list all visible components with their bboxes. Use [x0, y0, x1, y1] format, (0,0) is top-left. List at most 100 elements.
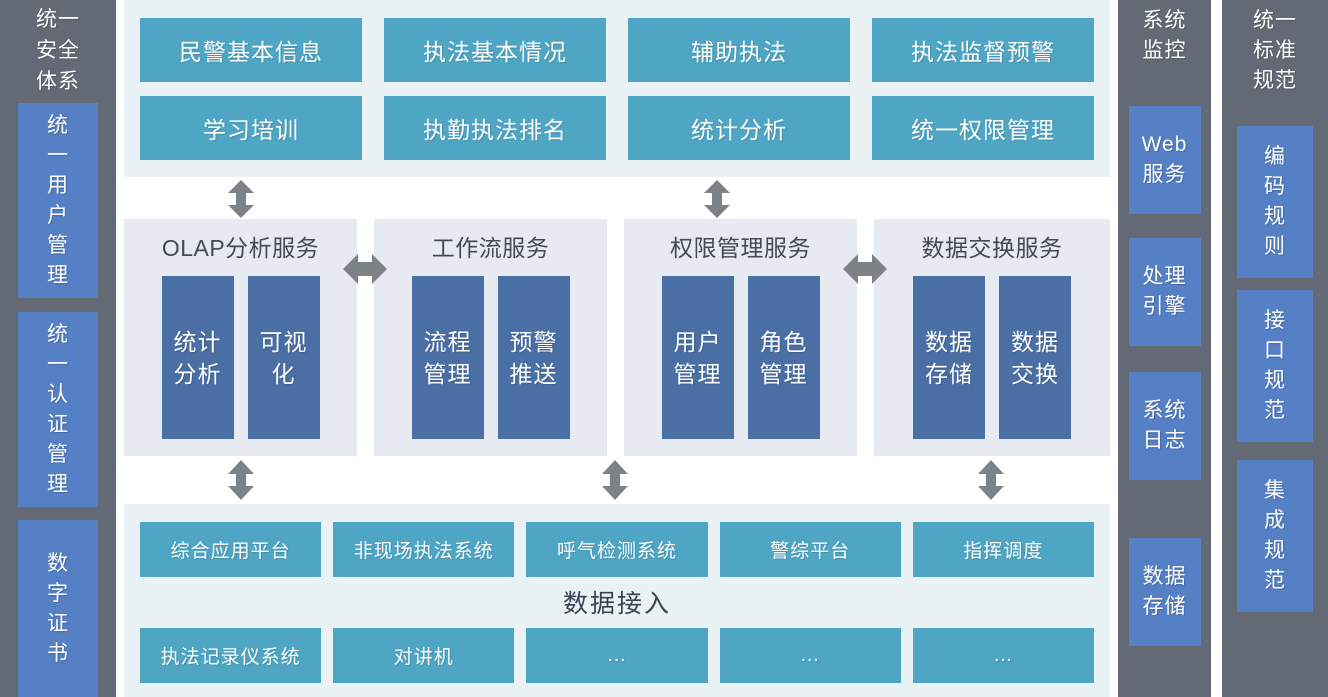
double-arrow-vertical-icon — [602, 460, 628, 500]
app-item-label: 民警基本信息 — [179, 39, 323, 65]
double-arrow-vertical-icon — [704, 180, 730, 218]
double-arrow-horizontal-icon — [843, 252, 887, 286]
main-architecture-area: 民警基本信息 执法基本情况 辅助执法 执法监督预警 学习培训 执勤执法排名 统计… — [124, 0, 1110, 697]
monitor-item-web-service[interactable]: Web 服务 — [1128, 106, 1201, 214]
double-arrow-vertical-icon — [228, 180, 254, 218]
app-item-enforcement-supervision-alert[interactable]: 执法监督预警 — [872, 18, 1094, 82]
data-item-police-platform[interactable]: 警综平台 — [719, 522, 901, 577]
service-box-label: 预警 推送 — [509, 328, 558, 387]
standard-item-interface-spec[interactable]: 接 口 规 范 — [1237, 290, 1313, 442]
data-item-label: 非现场执法系统 — [353, 541, 494, 562]
app-item-label: 辅助执法 — [691, 39, 787, 65]
monitor-item-label: Web 服务 — [1141, 133, 1188, 186]
app-item-label: 统计分析 — [691, 117, 787, 143]
service-panel-title: 工作流服务 — [431, 235, 550, 261]
app-item-label: 执法监督预警 — [911, 39, 1055, 65]
service-box-label: 角色 管理 — [759, 328, 808, 387]
left-column-title: 统一 安全 体系 — [36, 8, 80, 93]
service-panel-olap: OLAP分析服务 统计 分析 可视 化 — [124, 219, 357, 456]
application-layer-grid: 民警基本信息 执法基本情况 辅助执法 执法监督预警 学习培训 执勤执法排名 统计… — [140, 18, 1094, 160]
data-item-recorder-system[interactable]: 执法记录仪系统 — [140, 628, 322, 683]
data-item-integrated-platform[interactable]: 综合应用平台 — [140, 522, 322, 577]
app-item-label: 统一权限管理 — [911, 117, 1055, 143]
data-item-command-dispatch[interactable]: 指挥调度 — [912, 522, 1094, 577]
service-panel-boxes: 统计 分析 可视 化 — [161, 276, 320, 439]
standard-item-integration-spec[interactable]: 集 成 规 范 — [1237, 460, 1313, 612]
monitor-item-label: 系统 日志 — [1142, 399, 1187, 452]
application-layer-panel: 民警基本信息 执法基本情况 辅助执法 执法监督预警 学习培训 执勤执法排名 统计… — [124, 0, 1110, 177]
standard-item-label: 编 码 规 则 — [1264, 145, 1286, 258]
left-security-column: 统一 安全 体系 统 一 用 户 管 理 统 一 认 证 管 理 数 字 证 书 — [0, 0, 116, 697]
standard-item-label: 集 成 规 范 — [1264, 479, 1286, 592]
monitor-column-title: 系统 监控 — [1142, 9, 1187, 62]
double-arrow-horizontal-icon — [343, 252, 387, 286]
service-box-label: 数据 存储 — [925, 328, 973, 387]
app-item-label: 执勤执法排名 — [423, 117, 567, 143]
data-layer-top-row: 综合应用平台 非现场执法系统 呼气检测系统 警综平台 指挥调度 — [140, 522, 1094, 577]
data-item-offsite-enforcement[interactable]: 非现场执法系统 — [333, 522, 515, 577]
app-item-enforcement-basic[interactable]: 执法基本情况 — [384, 18, 606, 82]
service-panel-boxes: 用户 管理 角色 管理 — [661, 276, 820, 439]
left-column-item-user-management[interactable]: 统 一 用 户 管 理 — [18, 103, 98, 298]
data-item-label: 指挥调度 — [963, 541, 1044, 562]
app-item-label: 执法基本情况 — [423, 39, 567, 65]
service-box-process-management[interactable]: 流程 管理 — [411, 276, 484, 439]
monitor-item-processing-engine[interactable]: 处理 引擎 — [1128, 238, 1201, 346]
data-item-label: ... — [800, 644, 820, 666]
data-item-label: 执法记录仪系统 — [160, 647, 301, 668]
system-monitor-column: 系统 监控 Web 服务 处理 引擎 系统 日志 数据 存储 — [1118, 0, 1211, 697]
unified-standard-column: 统一 标准 规范 编 码 规 则 接 口 规 范 集 成 规 范 — [1222, 0, 1328, 697]
data-access-layer-panel: 综合应用平台 非现场执法系统 呼气检测系统 警综平台 指挥调度 数据接入 执法记… — [124, 504, 1110, 697]
data-item-placeholder-2[interactable]: ... — [719, 628, 901, 683]
data-access-center-label: 数据接入 — [562, 590, 671, 618]
left-column-item-label: 统 一 认 证 管 理 — [47, 322, 69, 496]
left-column-item-label: 统 一 用 户 管 理 — [47, 113, 69, 287]
service-box-data-storage[interactable]: 数据 存储 — [913, 276, 985, 439]
service-box-visualization[interactable]: 可视 化 — [247, 276, 320, 439]
service-box-role-management[interactable]: 角色 管理 — [747, 276, 820, 439]
monitor-item-data-storage[interactable]: 数据 存储 — [1128, 538, 1201, 646]
service-box-label: 统计 分析 — [173, 328, 222, 387]
standard-column-title: 统一 标准 规范 — [1253, 9, 1297, 92]
service-panel-boxes: 流程 管理 预警 推送 — [411, 276, 570, 439]
service-panel-permission: 权限管理服务 用户 管理 角色 管理 — [624, 219, 857, 456]
data-item-breath-test[interactable]: 呼气检测系统 — [526, 522, 708, 577]
service-box-label: 数据 交换 — [1011, 328, 1059, 387]
data-item-placeholder-3[interactable]: ... — [912, 628, 1094, 683]
service-box-label: 用户 管理 — [673, 328, 722, 387]
app-item-police-basic-info[interactable]: 民警基本信息 — [140, 18, 362, 82]
service-box-statistical-analysis[interactable]: 统计 分析 — [161, 276, 234, 439]
app-item-statistical-analysis[interactable]: 统计分析 — [628, 96, 850, 160]
service-box-alert-push[interactable]: 预警 推送 — [497, 276, 570, 439]
service-panel-title: 数据交换服务 — [921, 235, 1063, 261]
data-item-placeholder-1[interactable]: ... — [526, 628, 708, 683]
standard-item-coding-rules[interactable]: 编 码 规 则 — [1237, 126, 1313, 278]
service-box-label: 流程 管理 — [423, 328, 472, 387]
service-panel-data-exchange: 数据交换服务 数据 存储 数据 交换 — [874, 219, 1110, 456]
data-item-label: ... — [993, 644, 1013, 666]
data-item-label: 呼气检测系统 — [556, 541, 677, 562]
data-item-label: 综合应用平台 — [170, 541, 291, 562]
data-item-label: 警综平台 — [770, 541, 851, 562]
double-arrow-vertical-icon — [228, 460, 254, 500]
left-column-item-label: 数 字 证 书 — [47, 551, 69, 665]
left-column-item-auth-management[interactable]: 统 一 认 证 管 理 — [18, 312, 98, 507]
monitor-item-system-log[interactable]: 系统 日志 — [1128, 372, 1201, 480]
service-panel-boxes: 数据 存储 数据 交换 — [913, 276, 1071, 439]
standard-item-label: 接 口 规 范 — [1264, 309, 1286, 422]
service-panel-title: 权限管理服务 — [670, 235, 811, 261]
service-layer-band: OLAP分析服务 统计 分析 可视 化 工作流服务 流程 管理 预警 推送 权限… — [124, 219, 1110, 456]
app-item-unified-permission[interactable]: 统一权限管理 — [872, 96, 1094, 160]
app-item-duty-ranking[interactable]: 执勤执法排名 — [384, 96, 606, 160]
service-box-data-exchange[interactable]: 数据 交换 — [999, 276, 1071, 439]
app-item-assisted-enforcement[interactable]: 辅助执法 — [628, 18, 850, 82]
double-arrow-vertical-icon — [978, 460, 1004, 500]
data-item-intercom[interactable]: 对讲机 — [333, 628, 515, 683]
left-column-item-digital-certificate[interactable]: 数 字 证 书 — [18, 520, 98, 697]
data-layer-bottom-row: 执法记录仪系统 对讲机 ... ... ... — [140, 628, 1094, 683]
service-box-user-management[interactable]: 用户 管理 — [661, 276, 734, 439]
app-item-training[interactable]: 学习培训 — [140, 96, 362, 160]
monitor-item-label: 数据 存储 — [1142, 565, 1187, 618]
service-box-label: 可视 化 — [259, 328, 308, 387]
